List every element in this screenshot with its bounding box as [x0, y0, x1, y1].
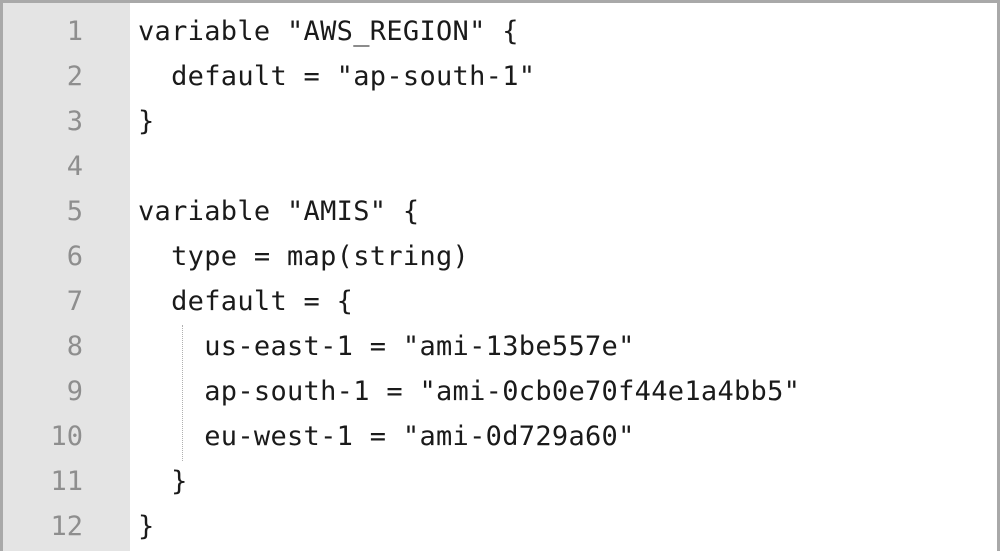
line-number-gutter: 1 2 3 4 5 6 7 8 9 10 11 12: [3, 3, 130, 551]
indent-guide: [182, 325, 183, 461]
line-number: 6: [66, 241, 83, 272]
code-line[interactable]: eu-west-1 = "ami-0d729a60": [138, 421, 635, 452]
code-line[interactable]: }: [138, 106, 155, 137]
code-line[interactable]: variable "AWS_REGION" {: [138, 16, 519, 47]
code-line[interactable]: variable "AMIS" {: [138, 196, 420, 227]
code-line[interactable]: ap-south-1 = "ami-0cb0e70f44e1a4bb5": [138, 376, 801, 407]
code-line[interactable]: default = {: [138, 286, 354, 317]
code-text-area[interactable]: variable "AWS_REGION" { default = "ap-so…: [130, 3, 997, 551]
code-line[interactable]: }: [138, 466, 188, 497]
line-number: 2: [66, 61, 83, 92]
code-line[interactable]: type = map(string): [138, 241, 470, 272]
line-number: 10: [50, 421, 83, 452]
line-number: 11: [50, 466, 83, 497]
line-number: 9: [66, 376, 83, 407]
line-number: 8: [66, 331, 83, 362]
code-line[interactable]: us-east-1 = "ami-13be557e": [138, 331, 635, 362]
line-number: 7: [66, 286, 83, 317]
line-number: 1: [66, 16, 83, 47]
line-number: 4: [66, 151, 83, 182]
line-number: 12: [50, 511, 83, 542]
line-number: 5: [66, 196, 83, 227]
line-number: 3: [66, 106, 83, 137]
code-line[interactable]: }: [138, 511, 155, 542]
code-line[interactable]: default = "ap-south-1": [138, 61, 536, 92]
